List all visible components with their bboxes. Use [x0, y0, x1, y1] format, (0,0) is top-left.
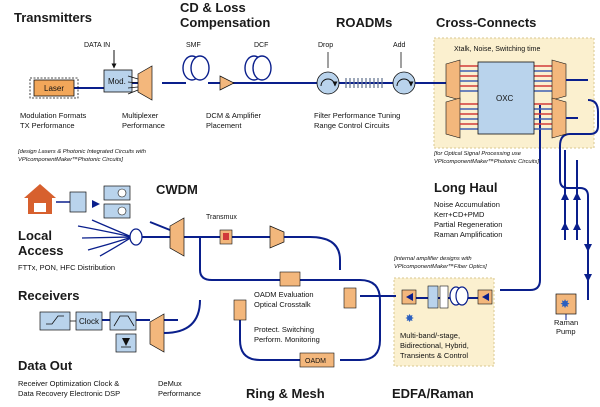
tx-note-1: [design Lasers & Photonic Integrated Cir…	[17, 149, 146, 155]
splitter-icon	[129, 228, 143, 246]
modulator-box	[103, 69, 133, 93]
cwdm-heading: CWDM	[156, 182, 198, 197]
roadm-caption-2: Range Control Circuits	[314, 121, 390, 130]
laser-box	[33, 79, 75, 97]
access-fan	[77, 219, 133, 257]
edfa-caption-2: Bidirectional, Hybrid,	[400, 341, 469, 350]
edfa-raman-heading: EDFA/Raman	[392, 386, 474, 401]
data-in-label: DATA IN	[84, 42, 110, 49]
protect-caption-1: Protect. Switching	[254, 325, 314, 334]
lh-caption-1: Noise Accumulation	[434, 200, 500, 209]
transmitters-heading: Transmitters	[14, 10, 92, 25]
tx-note-2: VPIcomponentMaker™Photonic Circuits]	[18, 157, 123, 163]
mux-caption-2: Performance	[122, 121, 165, 130]
demux-caption-2: Performance	[158, 389, 201, 398]
oadm-box	[299, 352, 335, 368]
photodiode-box	[39, 311, 71, 331]
house-icon	[24, 184, 56, 198]
lh-caption-2: Kerr+CD+PMD	[434, 210, 485, 219]
edfa-spool-icon	[449, 286, 469, 306]
drop-label: Drop	[318, 42, 333, 49]
drop-circulator-icon	[316, 71, 340, 95]
multiplexer-icon	[137, 65, 153, 101]
modulator-label: Mod.	[108, 77, 126, 86]
cd-loss-heading-1: CD & Loss	[180, 0, 246, 15]
tx-caption-1: Modulation Formats	[20, 111, 87, 120]
xc-note-1: [for Optical Signal Processing use	[433, 151, 522, 157]
ring-node-right	[343, 287, 357, 309]
tx-caption-2: TX Performance	[20, 121, 75, 130]
lh-caption-4: Raman Amplification	[434, 230, 502, 239]
edfa-pump-icon: ✸	[405, 312, 414, 325]
local-access-heading-1: Local	[18, 228, 52, 243]
dcm-caption-1: DCM & Amplifier	[206, 111, 262, 120]
data-out-heading: Data Out	[18, 358, 73, 373]
transmux-label: Transmux	[206, 214, 237, 221]
ring-node-left	[233, 299, 247, 321]
dcf-spool-icon	[244, 55, 272, 81]
xc-note-2: VPIcomponentMaker™Photonic Circuits]	[434, 159, 539, 165]
rx-caption-1: Receiver Optimization Clock &	[18, 379, 119, 388]
raman-pump-box	[555, 293, 577, 315]
clock-label: Clock	[79, 317, 100, 326]
raman-pump-label-2: Pump	[556, 327, 576, 336]
oxc-label: OXC	[496, 94, 514, 103]
smf-spool-icon	[182, 55, 210, 81]
laser-label: Laser	[44, 84, 64, 93]
edfa-caption-1: Multi-band/-stage,	[400, 331, 460, 340]
add-circulator-icon	[392, 71, 416, 95]
demux-caption-1: DeMux	[158, 379, 182, 388]
cd-loss-heading-2: Compensation	[180, 15, 270, 30]
access-caption: FTTx, PON, HFC Distribution	[18, 263, 115, 272]
onu-box	[69, 191, 87, 213]
dcf-label: DCF	[254, 42, 268, 49]
roadm-caption-1: Filter Performance Tuning	[314, 111, 400, 120]
lh-caption-3: Partial Regeneration	[434, 220, 502, 229]
long-haul-heading: Long Haul	[434, 180, 498, 195]
demux-icon	[149, 313, 165, 353]
protect-caption-2: Perform. Monitoring	[254, 335, 320, 344]
add-label: Add	[393, 42, 406, 49]
ring-mesh-heading: Ring & Mesh	[246, 386, 325, 401]
receivers-heading: Receivers	[18, 288, 79, 303]
xc-demux-bank	[445, 59, 461, 139]
edfa-caption-3: Transients & Control	[400, 351, 468, 360]
xc-header-label: Xtalk, Noise, Switching time	[454, 46, 540, 53]
long-haul-amplifiers	[561, 192, 592, 282]
edfa-note-2: VPIcomponentMaker™Fiber Optics]	[394, 264, 487, 270]
cwdm-mux-icon	[169, 217, 185, 257]
rx-caption-2: Data Recovery Electronic DSP	[18, 389, 120, 398]
edfa-note-1: [internal amplifier designs with	[393, 256, 472, 262]
raman-pump-icon: ✸	[560, 297, 570, 311]
smf-label: SMF	[186, 42, 201, 49]
clock-box	[75, 311, 103, 331]
dcm-caption-2: Placement	[206, 121, 242, 130]
oadm-label: OADM	[305, 358, 326, 365]
xc-mux-bank	[551, 59, 567, 139]
local-access-heading-2: Access	[18, 243, 64, 258]
oxc-box	[477, 61, 535, 135]
amplifier-icon	[219, 75, 235, 91]
oadm-caption-1: OADM Evaluation	[254, 290, 314, 299]
bragg-grating-icon	[345, 78, 383, 88]
mux-caption-1: Multiplexer	[122, 111, 159, 120]
raman-pump-label-1: Raman	[554, 318, 578, 327]
ring-oadm-top	[279, 271, 301, 287]
oadm-caption-2: Optical Crosstalk	[254, 300, 311, 309]
roadms-heading: ROADMs	[336, 15, 392, 30]
cross-connects-heading: Cross-Connects	[436, 15, 536, 30]
filter-box	[109, 311, 137, 331]
